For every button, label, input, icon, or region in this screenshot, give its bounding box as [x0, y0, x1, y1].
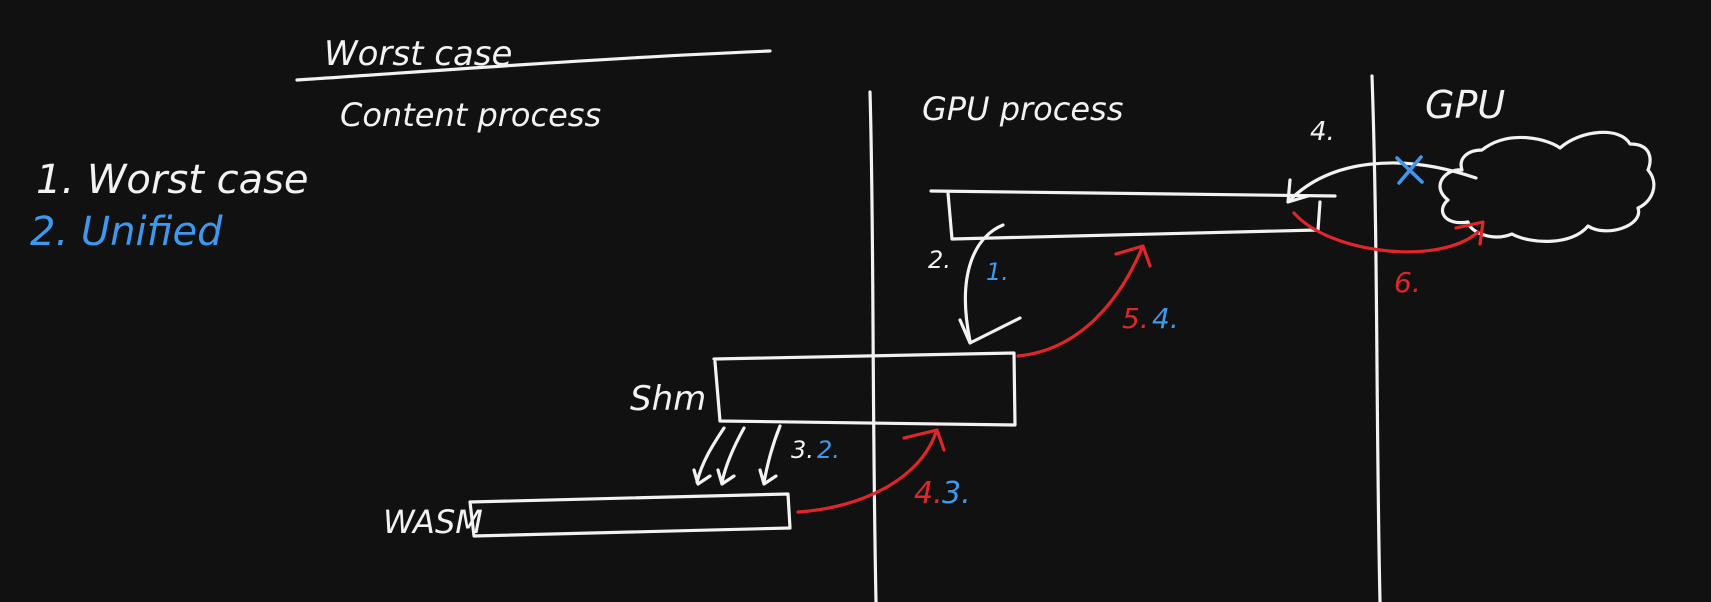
step-label-blue-1: 1. [986, 258, 1009, 286]
gpu-memory-cloud [1438, 130, 1656, 243]
step-label-red-4: 4. [914, 476, 943, 511]
step-label-red-5: 5. [1122, 302, 1149, 335]
shm-label: Shm [630, 379, 706, 419]
wasm-label: WASM [383, 503, 483, 541]
step-label-red-6: 6. [1394, 266, 1421, 299]
red-arrows [796, 211, 1485, 514]
column-gpu-process: GPU process [922, 90, 1123, 128]
step-label-blue-4: 4. [1152, 302, 1179, 335]
column-content-process: Content process [340, 96, 601, 134]
step-label-blue-2: 2. [817, 436, 840, 464]
wasm-buffer [468, 492, 792, 538]
shm-buffer [712, 351, 1017, 427]
legend-item-unified: 2. Unified [30, 209, 223, 255]
legend-item-worst-case: 1. Worst case [36, 157, 309, 203]
gpu-process-buffer [929, 189, 1337, 241]
step-label-white-2: 2. [928, 246, 951, 274]
divider-content-gpu-process [868, 90, 878, 602]
column-gpu: GPU [1425, 83, 1505, 127]
divider-gpu-process-gpu [1370, 74, 1382, 602]
step-label-white-4: 4. [1310, 117, 1335, 147]
blue-x-mark [1395, 155, 1424, 185]
title-underline [295, 49, 772, 82]
step-label-blue-3: 3. [942, 476, 971, 511]
step-label-white-3: 3. [791, 436, 814, 464]
white-arrows [692, 161, 1478, 486]
